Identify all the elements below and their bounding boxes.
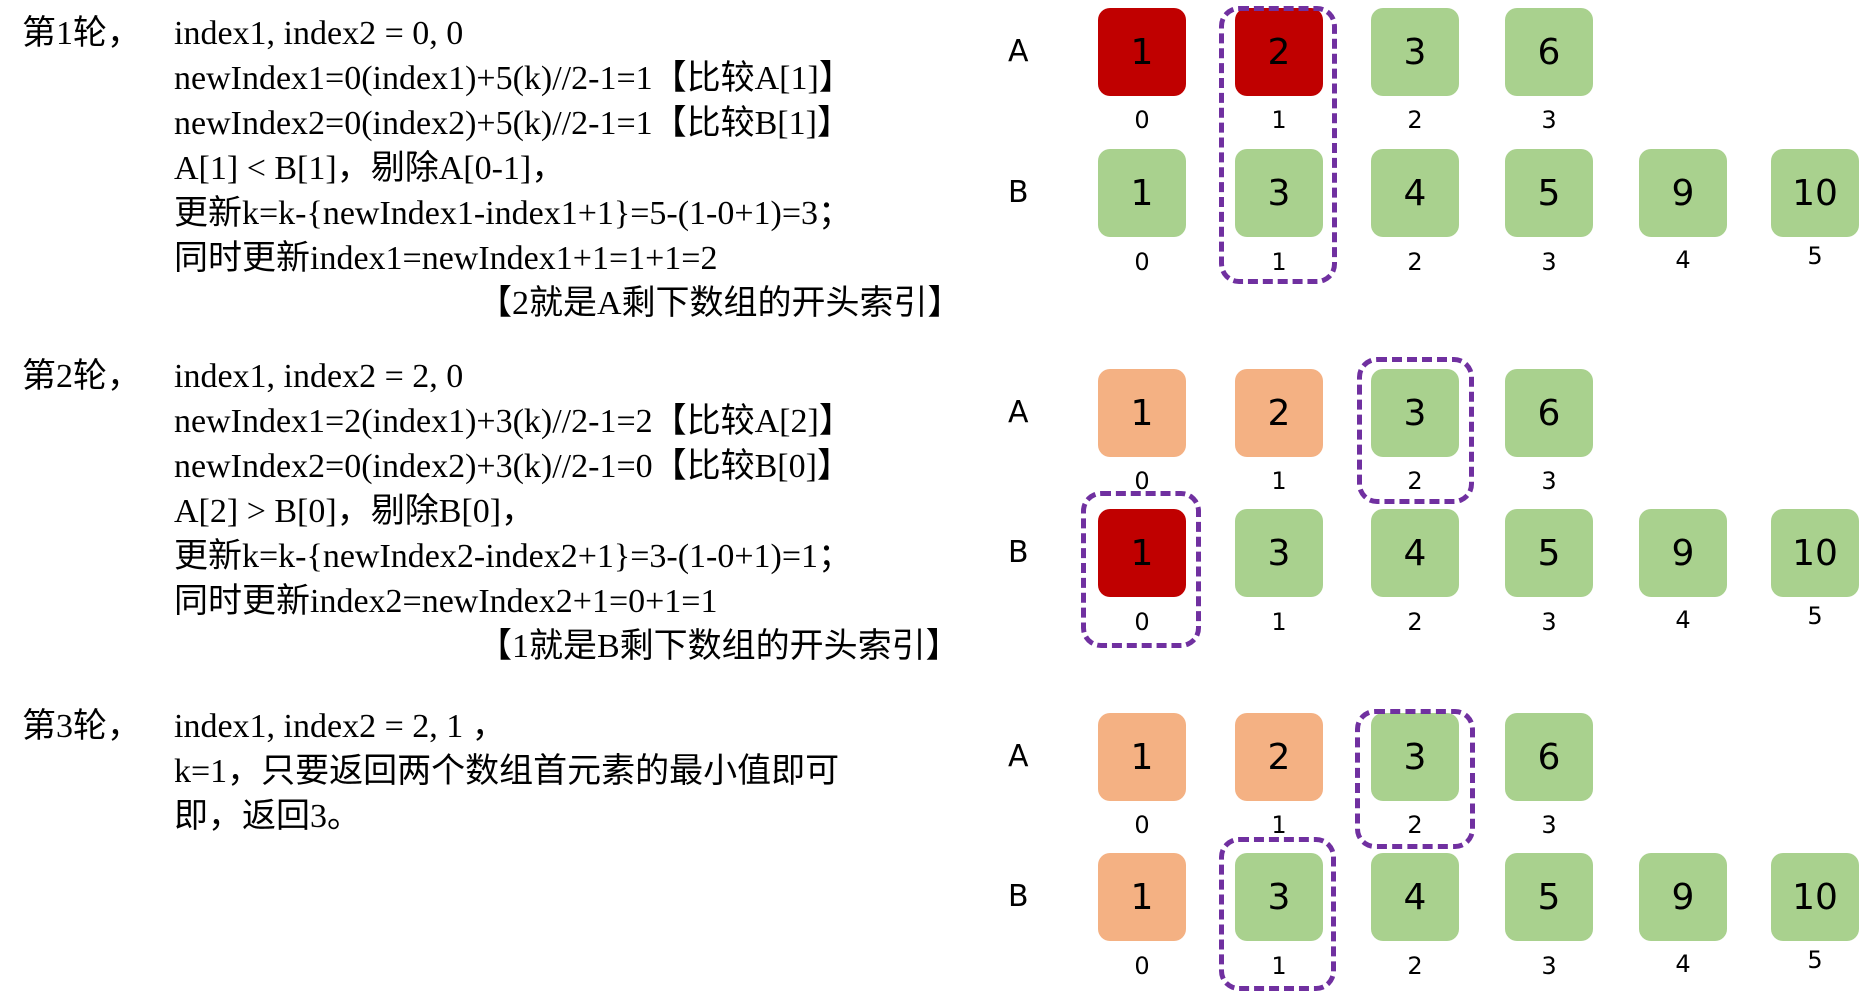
round-1-compare-highlight	[1219, 6, 1337, 284]
round-3-array-b-cell-4: 9	[1639, 853, 1727, 941]
round-1-array-a-cell-3: 6	[1505, 8, 1593, 96]
round-2-line-4: A[2] > B[0]，剔除B[0]，	[174, 493, 536, 530]
round-1-line-5: 更新k=k-{newIndex1-index1+1}=5-(1-0+1)=3；	[174, 195, 853, 232]
round-3-label: 第3轮，	[22, 708, 141, 745]
round-1-array-a-index-0: 0	[1134, 106, 1150, 134]
round-2-array-b-cell-4: 9	[1639, 509, 1727, 597]
round-3-answer-highlight-a	[1355, 709, 1475, 849]
round-3-array-b-index-0: 0	[1134, 952, 1150, 980]
round-3-line-3: 即，返回3。	[174, 798, 361, 835]
round-2-label: 第2轮，	[22, 358, 141, 395]
round-3-array-b-index-1: 1	[1271, 952, 1287, 980]
round-2-array-a-cell-1: 2	[1235, 369, 1323, 457]
round-1-array-b-cell-3: 5	[1505, 149, 1593, 237]
round-2-array-a-index-1: 1	[1271, 467, 1287, 495]
round-2-array-b-index-0: 0	[1134, 608, 1150, 636]
round-3-array-b-index-3: 3	[1541, 952, 1557, 980]
round-2-row-label-a: A	[1008, 395, 1029, 430]
round-1-array-b-index-3: 3	[1541, 248, 1557, 276]
round-1-array-a-index-1: 1	[1271, 106, 1287, 134]
round-1-line-4: A[1] < B[1]，剔除A[0-1]，	[174, 150, 566, 187]
round-2-array-a-index-2: 2	[1407, 467, 1423, 495]
round-1-label: 第1轮，	[22, 15, 141, 52]
round-2-array-b-cell-3: 5	[1505, 509, 1593, 597]
round-3-array-a-cell-2: 3	[1371, 713, 1459, 801]
round-3-row-label-a: A	[1008, 739, 1029, 774]
round-3-array-b-index-5: 5	[1807, 946, 1823, 974]
round-3-array-a-index-3: 3	[1541, 811, 1557, 839]
round-3-array-b-cell-1: 3	[1235, 853, 1323, 941]
round-3-answer-highlight-b	[1219, 837, 1336, 991]
round-2-compare-highlight-a	[1357, 357, 1474, 504]
round-2-line-3: newIndex2=0(index2)+3(k)//2-1=0【比较B[0]】	[174, 448, 851, 485]
round-1-array-a-index-3: 3	[1541, 106, 1557, 134]
round-2-array-b-index-1: 1	[1271, 608, 1287, 636]
round-2-line-6: 同时更新index2=newIndex2+1=0+1=1	[174, 583, 718, 620]
round-2-array-a-cell-2: 3	[1371, 369, 1459, 457]
round-2-array-b-index-2: 2	[1407, 608, 1423, 636]
round-1-array-b-cell-0: 1	[1098, 149, 1186, 237]
round-2-line-5: 更新k=k-{newIndex2-index2+1}=3-(1-0+1)=1；	[174, 538, 853, 575]
round-3-array-b-index-4: 4	[1675, 950, 1691, 978]
round-3-array-a-cell-0: 1	[1098, 713, 1186, 801]
round-1-array-a-cell-1: 2	[1235, 8, 1323, 96]
round-1-array-a-cell-2: 3	[1371, 8, 1459, 96]
round-2-array-b-cell-2: 4	[1371, 509, 1459, 597]
round-3-array-a-cell-1: 2	[1235, 713, 1323, 801]
round-2-array-b-cell-1: 3	[1235, 509, 1323, 597]
round-3-array-b-cell-5: 10	[1771, 853, 1859, 941]
round-2-line-2: newIndex1=2(index1)+3(k)//2-1=2【比较A[2]】	[174, 403, 853, 440]
round-3-array-b-index-2: 2	[1407, 952, 1423, 980]
round-2-array-a-cell-0: 1	[1098, 369, 1186, 457]
round-1-array-b-index-5: 5	[1807, 242, 1823, 270]
round-3-array-a-index-2: 2	[1407, 811, 1423, 839]
round-3-array-b-cell-2: 4	[1371, 853, 1459, 941]
round-2-note: 【1就是B剩下数组的开头索引】	[478, 628, 960, 665]
round-2-array-b-cell-0: 1	[1098, 509, 1186, 597]
round-3-array-b-cell-0: 1	[1098, 853, 1186, 941]
round-2-array-b-cell-5: 10	[1771, 509, 1859, 597]
round-2-compare-highlight-b	[1081, 491, 1201, 648]
round-1-array-b-index-1: 1	[1271, 248, 1287, 276]
round-1-note: 【2就是A剩下数组的开头索引】	[478, 285, 962, 322]
round-1-array-b-index-4: 4	[1675, 246, 1691, 274]
round-2-array-b-index-3: 3	[1541, 608, 1557, 636]
round-2-array-a-index-0: 0	[1134, 467, 1150, 495]
round-1-row-label-b: B	[1008, 175, 1029, 210]
round-1-row-label-a: A	[1008, 34, 1029, 69]
round-2-array-b-index-4: 4	[1675, 606, 1691, 634]
round-2-line-1: index1, index2 = 2, 0	[174, 358, 464, 395]
round-1-array-b-index-0: 0	[1134, 248, 1150, 276]
round-3-line-2: k=1，只要返回两个数组首元素的最小值即可	[174, 753, 840, 790]
round-1-array-b-cell-4: 9	[1639, 149, 1727, 237]
round-3-array-b-cell-3: 5	[1505, 853, 1593, 941]
round-3-array-a-index-0: 0	[1134, 811, 1150, 839]
round-3-row-label-b: B	[1008, 879, 1029, 914]
round-1-line-6: 同时更新index1=newIndex1+1=1+1=2	[174, 240, 718, 277]
round-2-array-b-index-5: 5	[1807, 602, 1823, 630]
round-1-line-3: newIndex2=0(index2)+5(k)//2-1=1【比较B[1]】	[174, 105, 851, 142]
round-1-array-b-cell-2: 4	[1371, 149, 1459, 237]
round-1-array-b-cell-1: 3	[1235, 149, 1323, 237]
round-3-array-a-index-1: 1	[1271, 811, 1287, 839]
round-2-row-label-b: B	[1008, 535, 1029, 570]
round-1-array-b-index-2: 2	[1407, 248, 1423, 276]
round-2-array-a-cell-3: 6	[1505, 369, 1593, 457]
round-2-array-a-index-3: 3	[1541, 467, 1557, 495]
round-1-line-2: newIndex1=0(index1)+5(k)//2-1=1【比较A[1]】	[174, 60, 853, 97]
round-3-array-a-cell-3: 6	[1505, 713, 1593, 801]
round-3-line-1: index1, index2 = 2, 1 ，	[174, 708, 506, 745]
round-1-array-a-cell-0: 1	[1098, 8, 1186, 96]
round-1-array-b-cell-5: 10	[1771, 149, 1859, 237]
round-1-array-a-index-2: 2	[1407, 106, 1423, 134]
round-1-line-1: index1, index2 = 0, 0	[174, 15, 464, 52]
